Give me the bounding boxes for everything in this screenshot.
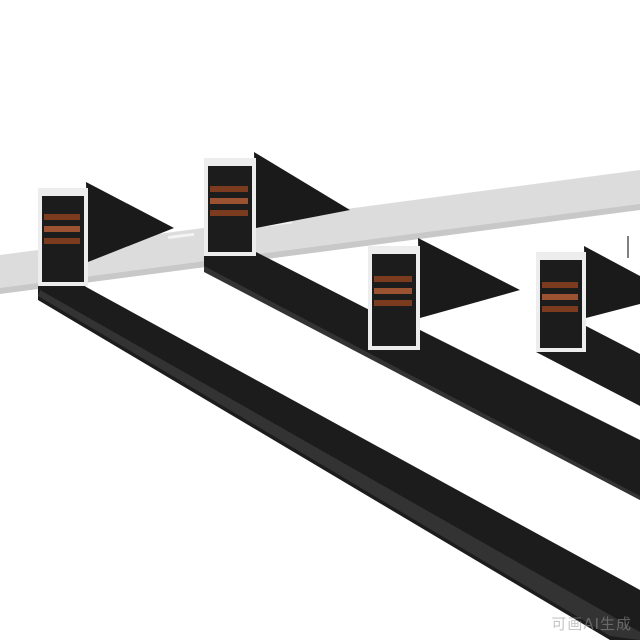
rail-4-copper-conductor (542, 282, 578, 288)
rail-2-side-wing (254, 152, 350, 228)
watermark-text: 可画AI生成 (551, 615, 632, 633)
rail-4-side-wing (584, 246, 640, 318)
rail-2-copper-conductor (210, 186, 248, 192)
rail-1-copper-conductor (44, 238, 80, 244)
rail-1-copper-conductor (44, 226, 80, 232)
rail-4-copper-conductor (542, 294, 578, 300)
rail-4-end-inner (540, 260, 582, 348)
rail-3-side-wing (418, 238, 520, 318)
track-rail-1 (38, 182, 640, 640)
rail-3-copper-conductor (374, 300, 412, 306)
ceiling-band-surface (0, 170, 640, 292)
rail-3-copper-conductor (374, 276, 412, 282)
rail-1-underside-highlight (38, 290, 640, 640)
rail-2-copper-conductor (210, 198, 248, 204)
rail-1-body (38, 258, 640, 640)
rail-3-copper-conductor (374, 288, 412, 294)
rail-4-copper-conductor (542, 306, 578, 312)
track-rail-4 (536, 236, 640, 406)
ceiling-slot-mark (168, 232, 195, 239)
rail-2-end-inner (208, 166, 252, 252)
ceiling-band-lower-edge (0, 204, 640, 294)
rail-3-body (368, 300, 640, 492)
rail-2-underside-highlight (204, 266, 640, 500)
track-rail-3 (368, 238, 640, 492)
rail-1-copper-conductor (44, 214, 80, 220)
rail-1-lip (38, 188, 54, 196)
rail-1-side-wing (86, 182, 174, 262)
rail-2-copper-conductor (210, 210, 248, 216)
